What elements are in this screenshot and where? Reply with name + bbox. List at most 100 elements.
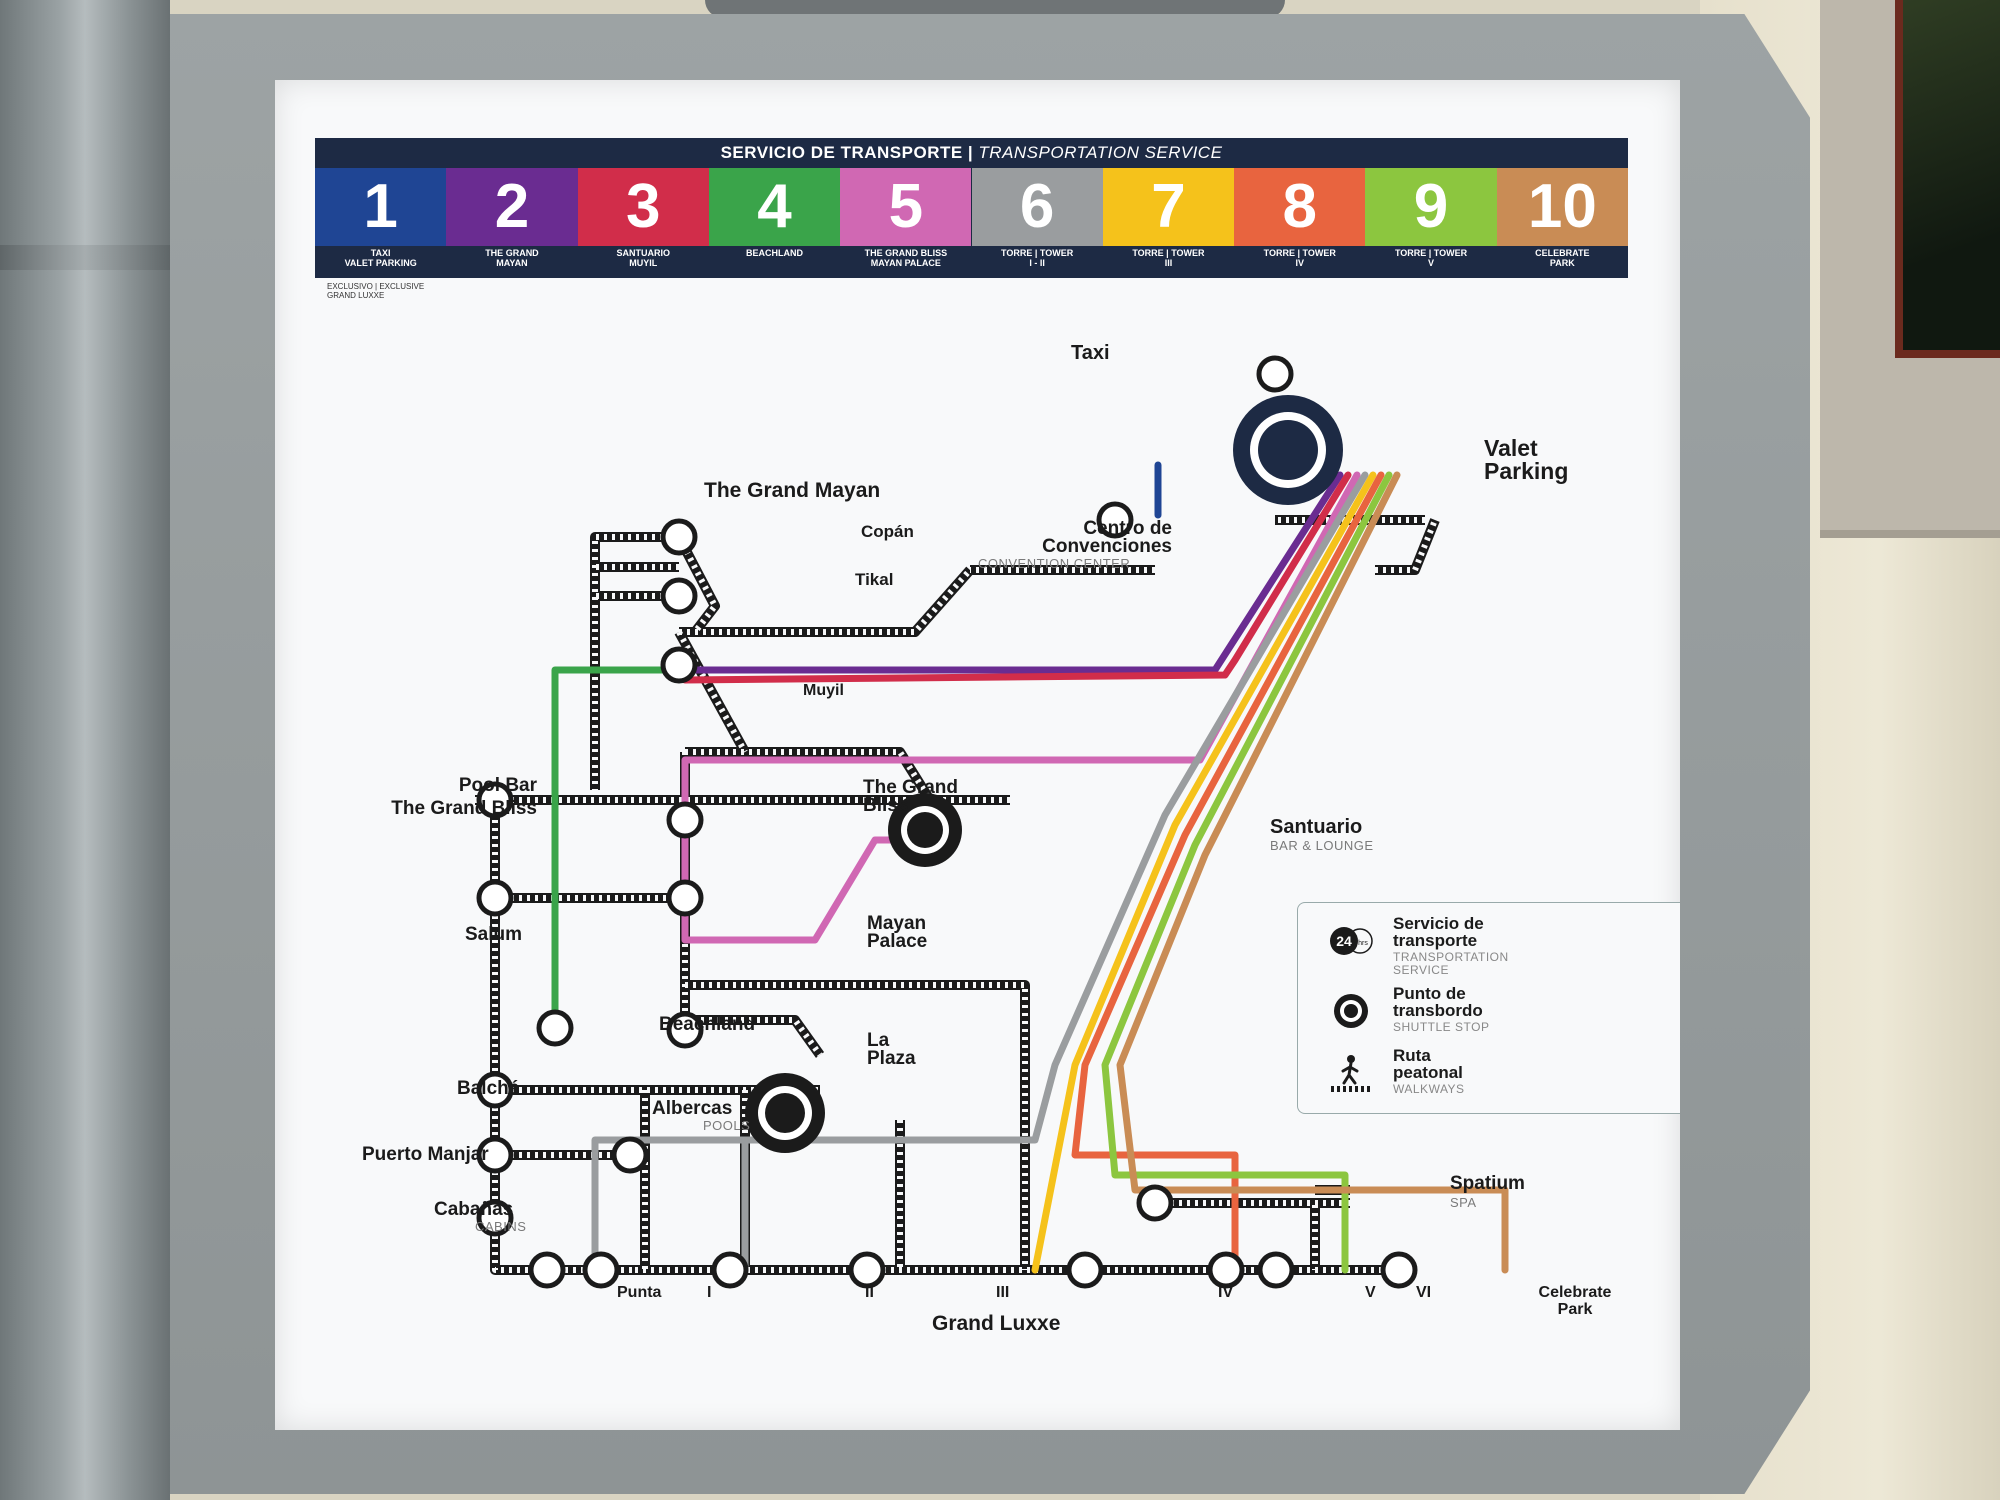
route-label-line1: BEACHLAND bbox=[746, 248, 804, 258]
map-legend: 24 hrs Servicio de transporte TRANSPORTA… bbox=[1297, 902, 1680, 1114]
pedestrian-icon bbox=[1331, 1055, 1371, 1092]
header-title: SERVICIO DE TRANSPORTE | TRANSPORTATION … bbox=[315, 138, 1628, 168]
stop-balche bbox=[476, 1071, 514, 1109]
stop-pool-bar bbox=[476, 781, 514, 819]
legend-walkways: Ruta peatonal WALKWAYS bbox=[1298, 1047, 1680, 1117]
stop-label-pool-bar: Pool Bar The Grand Bliss bbox=[391, 775, 537, 819]
background-window bbox=[1895, 0, 2000, 358]
stations bbox=[476, 355, 1418, 1289]
stop-muyil bbox=[660, 646, 698, 684]
legend-shuttle-stop: Punto de transbordo SHUTTLE STOP bbox=[1298, 985, 1680, 1055]
route-label-line2: III bbox=[1164, 258, 1173, 268]
walkway-0 bbox=[590, 532, 679, 790]
route-number: 4 bbox=[708, 168, 841, 246]
route-label-line2: MAYAN PALACE bbox=[870, 258, 941, 268]
stop-spatium bbox=[1136, 1184, 1174, 1222]
stop-sublabel-cabins: CABINS bbox=[475, 1219, 527, 1234]
stop-mayan-palace bbox=[666, 879, 704, 917]
route-label-line2: VALET PARKING bbox=[344, 258, 417, 268]
stop-punta bbox=[528, 1251, 566, 1289]
route-line-2-1 bbox=[681, 471, 1344, 674]
walkway-ties-4 bbox=[679, 568, 973, 635]
stop-sublabel-convention-center: CONVENTION CENTER bbox=[978, 556, 1131, 571]
stop-tikal bbox=[660, 577, 698, 615]
stop-tower-ii bbox=[711, 1251, 749, 1289]
stop-label-balche: Balché bbox=[457, 1078, 520, 1099]
stop-puerto-manjar bbox=[476, 1136, 514, 1174]
stop-beachland bbox=[536, 1009, 574, 1047]
walkway-4 bbox=[679, 566, 974, 637]
area-label-the-grand-mayan: The Grand Mayan bbox=[704, 479, 881, 502]
walkway-20 bbox=[1375, 518, 1440, 575]
stop-tower-iii bbox=[848, 1251, 886, 1289]
legend-hrs-unit: hrs bbox=[1358, 940, 1368, 947]
stop-label-santuario: Santuario bbox=[1270, 816, 1363, 838]
stop-valet-parking-core bbox=[1258, 420, 1318, 480]
route-label-line2: I - II bbox=[1029, 258, 1045, 268]
stop-label-beachland: Beachland bbox=[659, 1014, 756, 1035]
header-title-en: TRANSPORTATION SERVICE bbox=[978, 143, 1223, 162]
walkway-ties-3 bbox=[676, 535, 718, 634]
route-label-line1: TORRE | TOWER bbox=[1001, 248, 1074, 258]
route-number: 3 bbox=[577, 168, 709, 246]
stop-albercas bbox=[611, 1136, 649, 1174]
legend-service-en: TRANSPORTATION SERVICE bbox=[1393, 950, 1509, 977]
stop-label-tikal: Tikal bbox=[855, 570, 894, 589]
stop-sublabel-pools: POOLS bbox=[703, 1118, 751, 1133]
route-line-4-3 bbox=[551, 666, 683, 1029]
route-map bbox=[475, 355, 1509, 1289]
route-line-10-10 bbox=[1116, 471, 1509, 1274]
route-number: 2 bbox=[446, 168, 578, 246]
stop-label-salum: Salum bbox=[465, 924, 523, 945]
stop-label-taxi: Taxi bbox=[1071, 342, 1110, 364]
stop-taxi bbox=[1256, 355, 1294, 393]
exclusive-note-line1: EXCLUSIVO | EXCLUSIVE bbox=[327, 282, 425, 291]
route-label-line1: THE GRAND bbox=[485, 248, 539, 258]
stop-cabanas bbox=[476, 1199, 514, 1237]
walkway-ties-20 bbox=[1375, 518, 1438, 573]
route-number: 6 bbox=[971, 168, 1103, 246]
drain-pipe bbox=[0, 0, 170, 1500]
route-label-line1: SANTUARIO bbox=[616, 248, 670, 258]
stop-label-the-grand-bliss: The Grand Bliss bbox=[863, 777, 959, 816]
walkway-ties-12 bbox=[685, 982, 1028, 1270]
stop-tower-i bbox=[582, 1251, 620, 1289]
legend-24-badge: 24 bbox=[1336, 933, 1352, 949]
stop-label-celebrate-park: Celebrate Park bbox=[1538, 1284, 1612, 1318]
route-label-line1: CELEBRATE bbox=[1535, 248, 1590, 258]
stop-label-la-plaza: La Plaza bbox=[867, 1030, 916, 1069]
stop-la-plaza bbox=[666, 1011, 704, 1049]
legend-walk-en: WALKWAYS bbox=[1393, 1082, 1465, 1096]
header-title-es: SERVICIO DE TRANSPORTE bbox=[720, 143, 963, 162]
legend-walk-es: Ruta peatonal bbox=[1393, 1046, 1463, 1082]
stop-salum bbox=[476, 879, 514, 917]
route-number: 5 bbox=[840, 168, 972, 246]
stop-label-albercas: Albercas bbox=[652, 1098, 733, 1119]
stop-label-punta: Punta bbox=[617, 1284, 662, 1301]
stop-label-muyil: Muyil bbox=[803, 682, 844, 699]
stop-centro-convenciones bbox=[1096, 501, 1134, 539]
route-label-line2: IV bbox=[1295, 258, 1304, 268]
legend-service-es: Servicio de transporte bbox=[1393, 914, 1484, 950]
stop-celebrate-park bbox=[1380, 1251, 1418, 1289]
route-number: 1 bbox=[315, 168, 447, 246]
stop-label-tower-ii: II bbox=[865, 1284, 874, 1301]
exclusive-note-line2: GRAND LUXXE bbox=[327, 291, 385, 300]
route-label-line1: TORRE | TOWER bbox=[1394, 248, 1468, 258]
route-line-9-9 bbox=[1101, 471, 1393, 1274]
walkway-ties-5 bbox=[676, 630, 748, 754]
stop-label-cabanas: Cabañas bbox=[434, 1199, 514, 1220]
exclusive-note: EXCLUSIVO | EXCLUSIVE GRAND LUXXE bbox=[327, 282, 467, 300]
stop-santuario-core bbox=[907, 812, 943, 848]
